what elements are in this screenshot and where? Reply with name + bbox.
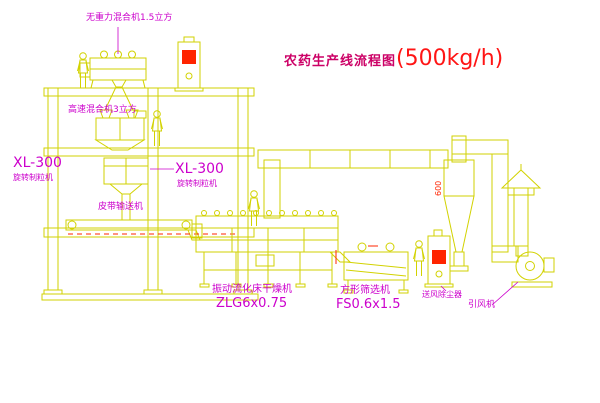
high-speed-mixer	[94, 110, 147, 151]
label-granulator-center-name: 旋转制粒机	[177, 179, 217, 188]
label-leader-lines	[117, 27, 519, 306]
label-granulator-left-name: 旋转制粒机	[13, 173, 53, 182]
diagram-title-text: 农药生产线流程图	[284, 54, 397, 69]
fluid-bed-dryer	[191, 210, 352, 288]
cyclone-separator: 600	[434, 135, 509, 272]
square-sieve	[343, 242, 409, 294]
operator-second-floor	[151, 110, 163, 147]
label-dust-collector: 送风除尘器	[422, 290, 462, 299]
operator-top-platform	[77, 52, 89, 89]
platform-structure	[41, 87, 259, 301]
label-dryer-name: 振动流化床干燥机	[212, 284, 292, 295]
label-belt-conveyor: 皮带输送机	[98, 202, 144, 212]
dust-collector-unit	[424, 229, 454, 288]
label-high-speed-mixer: 高速混合机3立方	[68, 105, 137, 115]
label-gravity-free-mixer: 无重力混合机1.5立方	[86, 13, 173, 23]
label-fan: 引风机	[468, 300, 496, 310]
label-granulator-center-model: XL-300	[175, 161, 224, 177]
granulator	[103, 157, 149, 221]
label-sieve-name: 方形筛选机	[340, 285, 390, 296]
label-sieve-model: FS0.6x1.5	[336, 297, 401, 312]
cyclone-dimension-text: 600	[434, 181, 443, 196]
operator-figures	[77, 52, 425, 277]
operator-mid-level	[248, 190, 260, 227]
induced-draft-fan	[491, 164, 555, 288]
label-granulator-left-model: XL-300	[13, 155, 62, 171]
operator-ground	[413, 240, 425, 277]
diagram-title: 农药生产线流程图(500kg/h)	[284, 46, 503, 71]
label-dryer-model: ZLG6x0.75	[216, 296, 288, 311]
exhaust-duct	[257, 149, 449, 219]
diagram-title-capacity: (500kg/h)	[396, 46, 504, 71]
gravity-free-mixer	[79, 50, 147, 89]
control-cabinet	[174, 36, 204, 92]
